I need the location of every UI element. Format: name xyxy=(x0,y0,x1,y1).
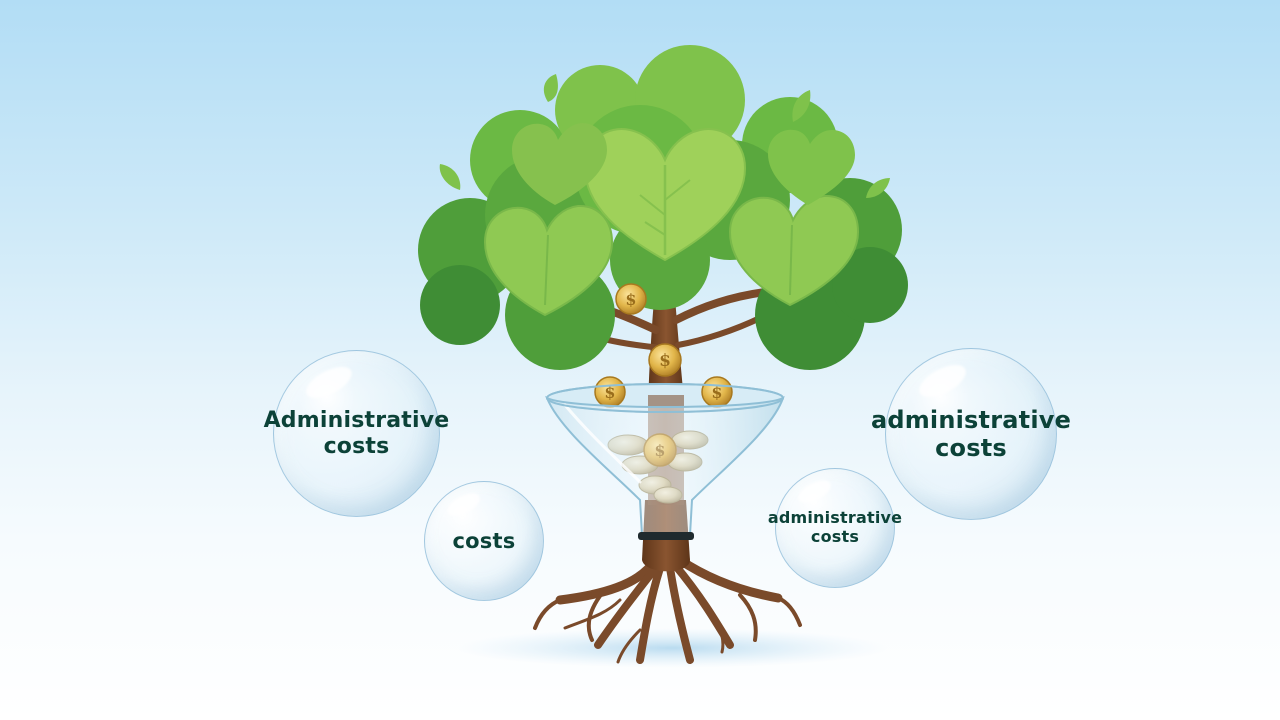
bubble-label-line-1: Administrative xyxy=(263,407,450,433)
svg-text:$: $ xyxy=(625,290,636,309)
heart-leaf-icon xyxy=(512,123,607,205)
bubble-label-line-2: costs xyxy=(810,527,860,546)
bubble-label-line-1: costs xyxy=(452,528,516,553)
ground-shadow xyxy=(457,628,887,668)
bubble-label: costs xyxy=(453,529,516,554)
funnel-icon: $ $ $ xyxy=(545,376,785,540)
bubble-administrative-costs-right: administrative costs xyxy=(871,348,1071,520)
svg-text:$: $ xyxy=(711,383,722,402)
heart-leaf-icon xyxy=(483,204,614,317)
bubble-label: administrative costs xyxy=(871,406,1071,463)
bubble-administrative-costs-small: administrative costs xyxy=(768,468,902,588)
tree-roots-icon xyxy=(533,555,802,664)
dollar-coin-icon: $ xyxy=(615,283,647,315)
bubble-label: Administrative costs xyxy=(264,408,450,460)
bubble-label-line-2: costs xyxy=(323,433,390,459)
heart-leaf-icon xyxy=(728,194,860,307)
bubble-label-line-1: administrative xyxy=(870,405,1072,434)
bubble-label-line-1: administrative xyxy=(767,508,903,528)
svg-text:$: $ xyxy=(604,383,615,402)
bubble-label: administrative costs xyxy=(767,508,903,547)
bubble-administrative-costs-left: Administrative costs xyxy=(264,350,449,517)
bubble-costs-left: costs xyxy=(424,481,544,601)
heart-leaf-icon xyxy=(768,129,855,205)
bubble-label-line-2: costs xyxy=(935,434,1007,462)
svg-text:$: $ xyxy=(659,351,671,371)
dollar-coin-icon: $ xyxy=(648,343,682,377)
